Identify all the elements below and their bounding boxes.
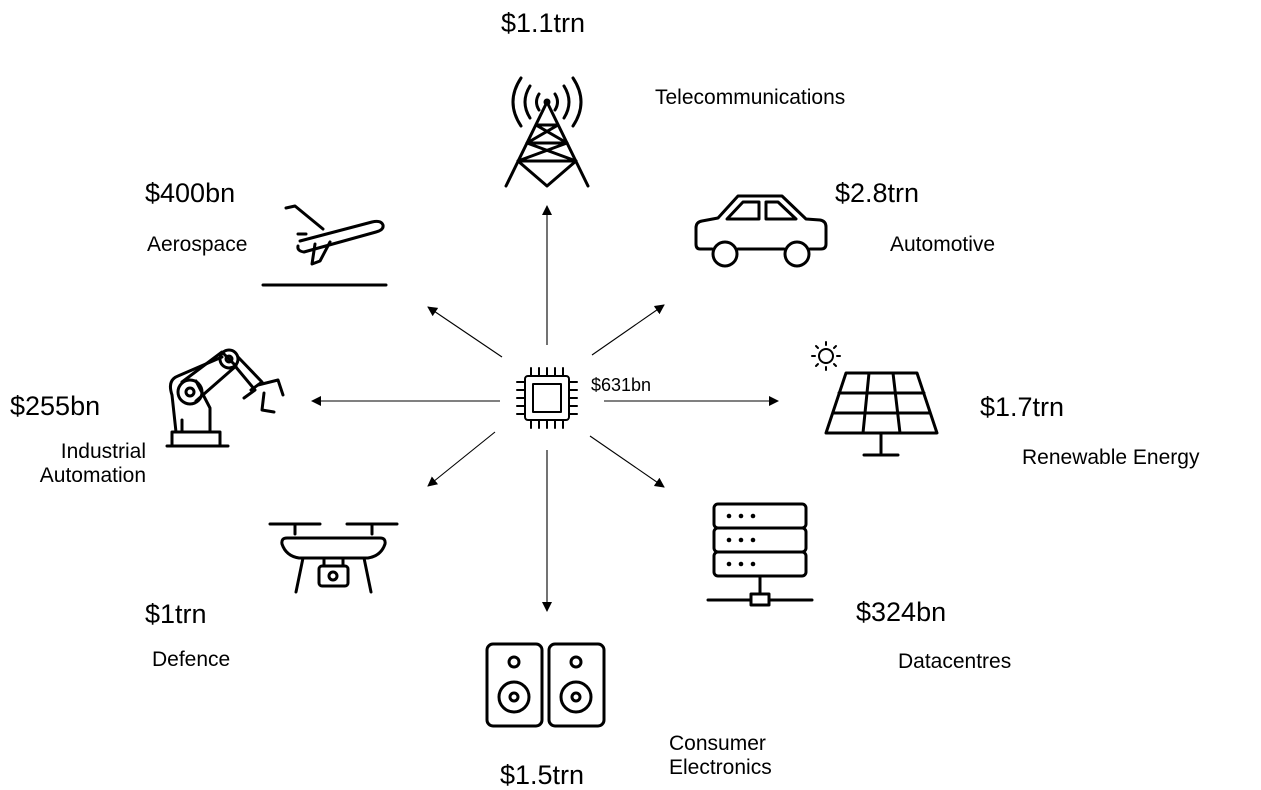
automotive-value: $2.8trn <box>835 178 920 208</box>
solar-panel-icon <box>811 341 939 457</box>
center-value: $631bn <box>591 375 652 395</box>
arrow-defence <box>427 431 496 487</box>
industrial-automation-label: Industrial Automation <box>39 440 146 488</box>
telecommunications-value: $1.1trn <box>501 8 586 38</box>
telecommunications-label: Telecommunications <box>655 86 846 109</box>
speakers-icon <box>485 642 606 728</box>
arrow-automotive <box>591 304 665 356</box>
drone-icon <box>268 522 399 594</box>
server-rack-icon <box>706 502 814 607</box>
industrial-automation-value: $255bn <box>10 391 101 421</box>
consumer-electronics-label: Consumer Electronics <box>669 732 772 780</box>
microchip-icon <box>516 367 578 429</box>
consumer-electronics-value: $1.5trn <box>500 760 585 790</box>
aerospace-value: $400bn <box>145 178 236 208</box>
datacentres-label: Datacentres <box>898 650 1012 673</box>
renewable-energy-value: $1.7trn <box>980 392 1065 422</box>
airplane-takeoff-icon <box>261 204 388 287</box>
aerospace-label: Aerospace <box>147 233 248 256</box>
robot-arm-icon <box>165 348 285 448</box>
arrow-aerospace <box>427 306 503 358</box>
automotive-label: Automotive <box>890 233 996 256</box>
arrow-datacentres <box>589 435 665 488</box>
car-icon <box>694 194 828 268</box>
defence-value: $1trn <box>145 599 207 629</box>
defence-label: Defence <box>152 648 231 671</box>
datacentres-value: $324bn <box>856 597 947 627</box>
cell-tower-icon <box>504 76 590 188</box>
renewable-energy-label: Renewable Energy <box>1022 446 1200 469</box>
connector-arrows <box>311 205 779 612</box>
